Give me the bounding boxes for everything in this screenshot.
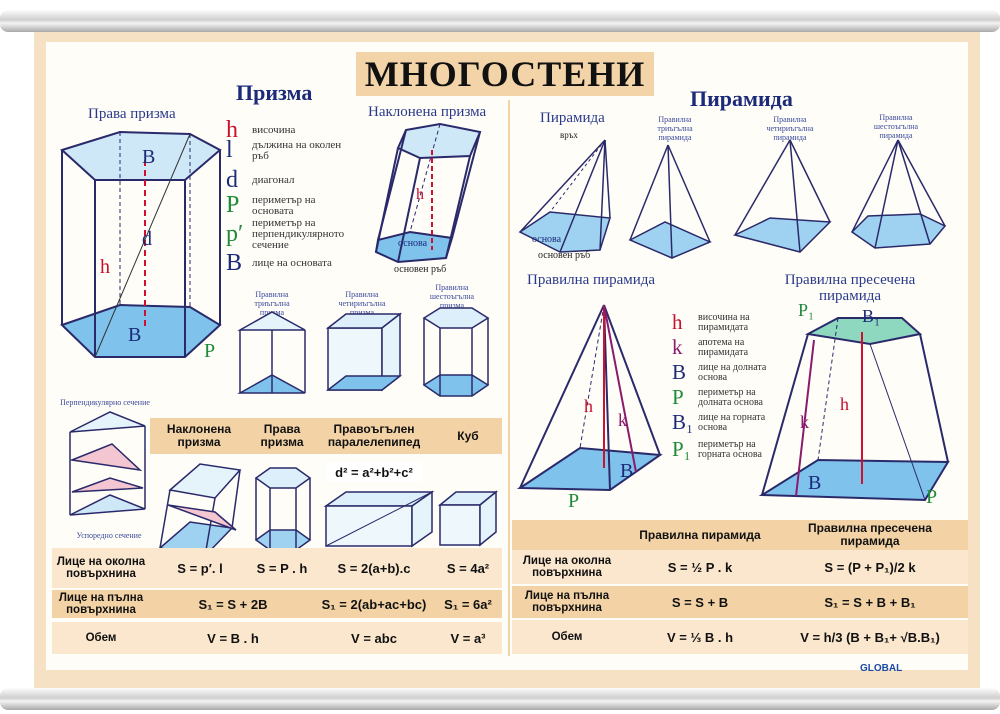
reg-pyr-P: P: [568, 490, 580, 512]
frustum-P: P: [926, 486, 938, 508]
row-lateral-label: Лице на околна повърхнина: [56, 556, 146, 580]
hex-pyr-title: Правилна шестоъгълна пирамида: [873, 113, 919, 140]
frustum-figure: [758, 317, 950, 502]
tri-pyramid-figure: [628, 144, 712, 259]
col-oblique-prism: Наклонена призма: [166, 422, 232, 449]
regular-pyramid-figure: [516, 304, 663, 492]
quad-pyramid-figure: [732, 139, 832, 253]
diag-formula: d² = a²+b²+c²: [326, 462, 422, 482]
pyr-volume-regular: V = ⅓ B . h: [666, 629, 734, 645]
tri-pyr-title: Правилна триъгълна пирамида: [657, 115, 693, 142]
volume-cube: V = a³: [450, 630, 486, 646]
pyramid-label: Пирамида: [540, 110, 605, 126]
quad-prism-small-figure: [325, 312, 403, 392]
col-right-prism: Права призма: [260, 422, 304, 449]
title-banner: МНОГОСТЕНИ: [356, 52, 654, 96]
col-cube: Куб: [457, 428, 479, 443]
hex-pyramid-figure: [850, 139, 947, 249]
reg-pyr-B: B: [620, 460, 634, 482]
col-frustum: Правилна пресечена пирамида: [808, 521, 932, 548]
perp-section-label: Перпендикулярно сечение: [60, 398, 150, 407]
lateral-cube: S = 4a²: [446, 560, 490, 576]
oblique-base-edge-label: основен ръб: [394, 264, 447, 275]
quad-prism-title: Правилна четириъгълна призма: [338, 290, 386, 317]
section-divider: [508, 100, 510, 656]
prism-h-label: h: [100, 256, 110, 278]
pyr-total-regular: S = S + B: [671, 594, 729, 610]
publisher-name: GLOBAL: [860, 663, 903, 674]
lateral-oblique: S = p′. l: [177, 560, 223, 576]
prism-table-bands: [52, 418, 502, 654]
parallel-section-label: Успоредно сечение: [76, 531, 142, 540]
pyr-table-bands: [512, 520, 968, 654]
total-cube: S₁ = 6a²: [444, 596, 492, 612]
reg-pyr-h: h: [584, 396, 593, 416]
table-prism-figures: [158, 463, 499, 557]
frustum-label: Правилна пресечена пирамида: [784, 272, 916, 304]
hex-prism-title: Правилна шестоъгълна призма: [429, 283, 475, 310]
frustum-h: h: [840, 394, 849, 414]
lateral-right: S = P . h: [256, 560, 308, 576]
total-box: S₁ = 2(ab+ac+bc): [321, 596, 427, 612]
pyr-row-lateral-label: Лице на околна повърхнина: [522, 555, 612, 579]
page-title: МНОГОСТЕНИ: [364, 54, 646, 94]
col-regular-pyramid: Правилна пирамида: [639, 527, 761, 542]
tri-prism-small-figure: [237, 311, 306, 394]
prism-top-B: B: [142, 146, 156, 168]
frustum-P1: P₁: [798, 300, 815, 320]
frustum-k: k: [800, 412, 809, 432]
oblique-base-label: основа: [398, 238, 428, 249]
pyr-row-volume-label: Обем: [551, 631, 583, 643]
sections-figure: [69, 411, 146, 516]
legend-p-prime: p′периметър на перпендикулярното сечение: [226, 217, 345, 251]
pyr-base-label: основа: [532, 234, 562, 245]
frustum-B: B: [808, 472, 822, 494]
oblique-pyramid-figure: [518, 139, 611, 253]
bottom-hanger-rod: [0, 688, 1000, 710]
total-prism: S₁ = S + 2B: [198, 596, 268, 612]
prism-heading: Призма: [236, 80, 313, 105]
pyr-volume-frustum: V = h/3 (B + B₁+ √B.B₁): [800, 629, 940, 645]
row-volume-label: Обем: [85, 632, 117, 644]
regular-pyramid-label: Правилна пирамида: [527, 272, 656, 288]
prism-P-label: P: [204, 340, 216, 362]
publisher-logo: GLOBAL: [860, 658, 970, 674]
pyramid-heading: Пирамида: [690, 86, 793, 111]
volume-box: V = abc: [351, 630, 397, 646]
pyr-lateral-frustum: S = (P + P₁)/2 k: [824, 559, 916, 575]
col-box: Правоъгълен паралелепипед: [327, 422, 421, 449]
oblique-prism-label: Наклонена призма: [368, 104, 487, 120]
apex-label: връх: [560, 130, 578, 140]
pyr-base-edge-label: основен ръб: [538, 250, 591, 261]
prism-bottom-B: B: [128, 324, 142, 346]
frustum-B1: B₁: [862, 306, 881, 326]
quad-pyr-title: Правилна четириъгълна пирамида: [766, 115, 814, 142]
pyr-lateral-regular: S = ½ P . k: [667, 559, 733, 575]
hex-prism-small-figure: [422, 307, 490, 397]
oblique-h-label: h: [416, 186, 424, 203]
volume-prism: V = B . h: [207, 630, 259, 646]
lateral-box: S = 2(a+b).c: [337, 560, 411, 576]
top-hanger-rod: [0, 10, 1000, 32]
pyr-row-total-label: Лице на пълна повърхнина: [524, 590, 610, 614]
row-total-label: Лице на пълна повърхнина: [58, 592, 144, 616]
oblique-prism-figure: [374, 122, 482, 264]
right-prism-figure: [60, 130, 222, 358]
prism-d-label: d: [142, 228, 152, 250]
reg-pyr-k: k: [618, 410, 627, 430]
pyr-total-frustum: S₁ = S + B + B₁: [824, 594, 916, 610]
right-prism-label: Права призма: [88, 106, 176, 122]
